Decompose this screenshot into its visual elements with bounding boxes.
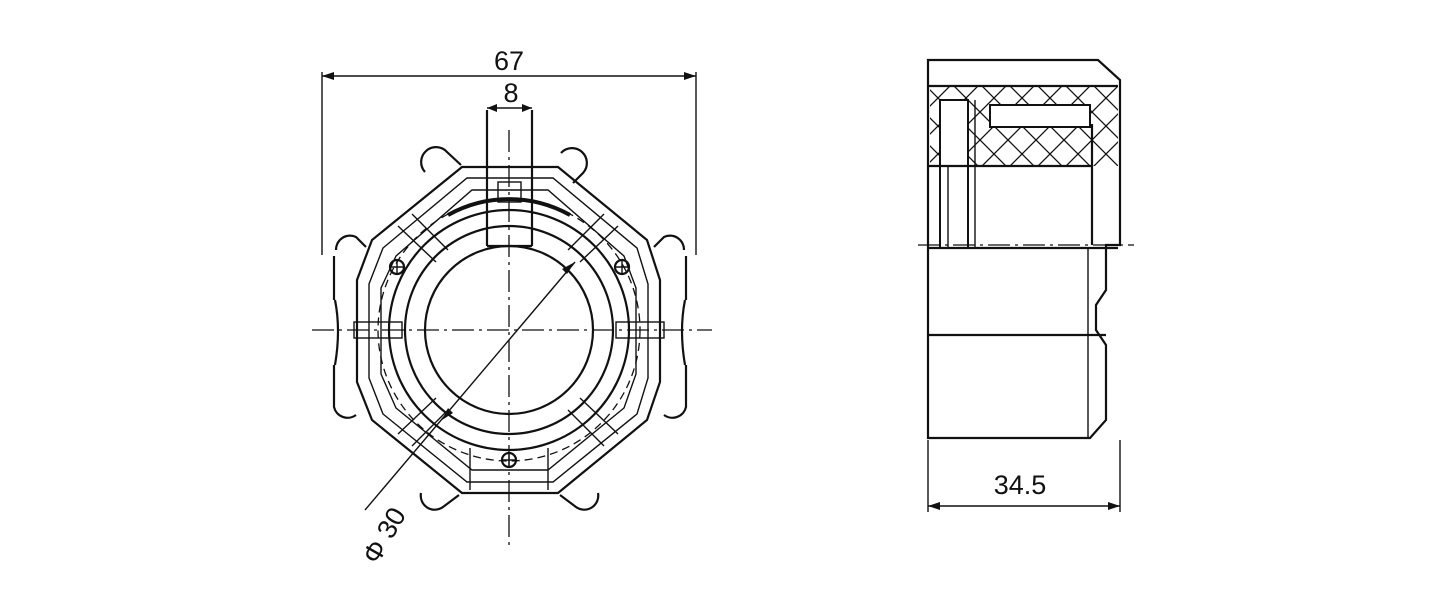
overall-width-label: 67 bbox=[494, 46, 524, 76]
inner-ring-mid bbox=[403, 224, 615, 436]
dimension-side-length: 34.5 bbox=[927, 440, 1121, 512]
dimension-key-width: 8 bbox=[487, 78, 532, 112]
key-width-label: 8 bbox=[503, 78, 518, 108]
bore-diameter-label: Φ 30 bbox=[356, 502, 412, 568]
dimension-bore-diameter: Φ 30 bbox=[356, 261, 576, 569]
insert-rect bbox=[989, 104, 1091, 128]
keyway bbox=[485, 110, 534, 248]
top-arc bbox=[447, 197, 571, 217]
side-length-label: 34.5 bbox=[994, 470, 1047, 500]
dimension-overall-width: 67 bbox=[321, 46, 697, 255]
ribs bbox=[353, 213, 665, 490]
side-outline bbox=[926, 58, 1122, 440]
front-view: 67 8 Φ 30 bbox=[312, 46, 712, 569]
side-insert-left bbox=[939, 99, 969, 249]
bolt-holes bbox=[388, 258, 631, 469]
side-view: 34.5 bbox=[918, 58, 1134, 512]
octagon-lobes bbox=[332, 146, 688, 511]
inner-ring-outer bbox=[387, 208, 631, 452]
